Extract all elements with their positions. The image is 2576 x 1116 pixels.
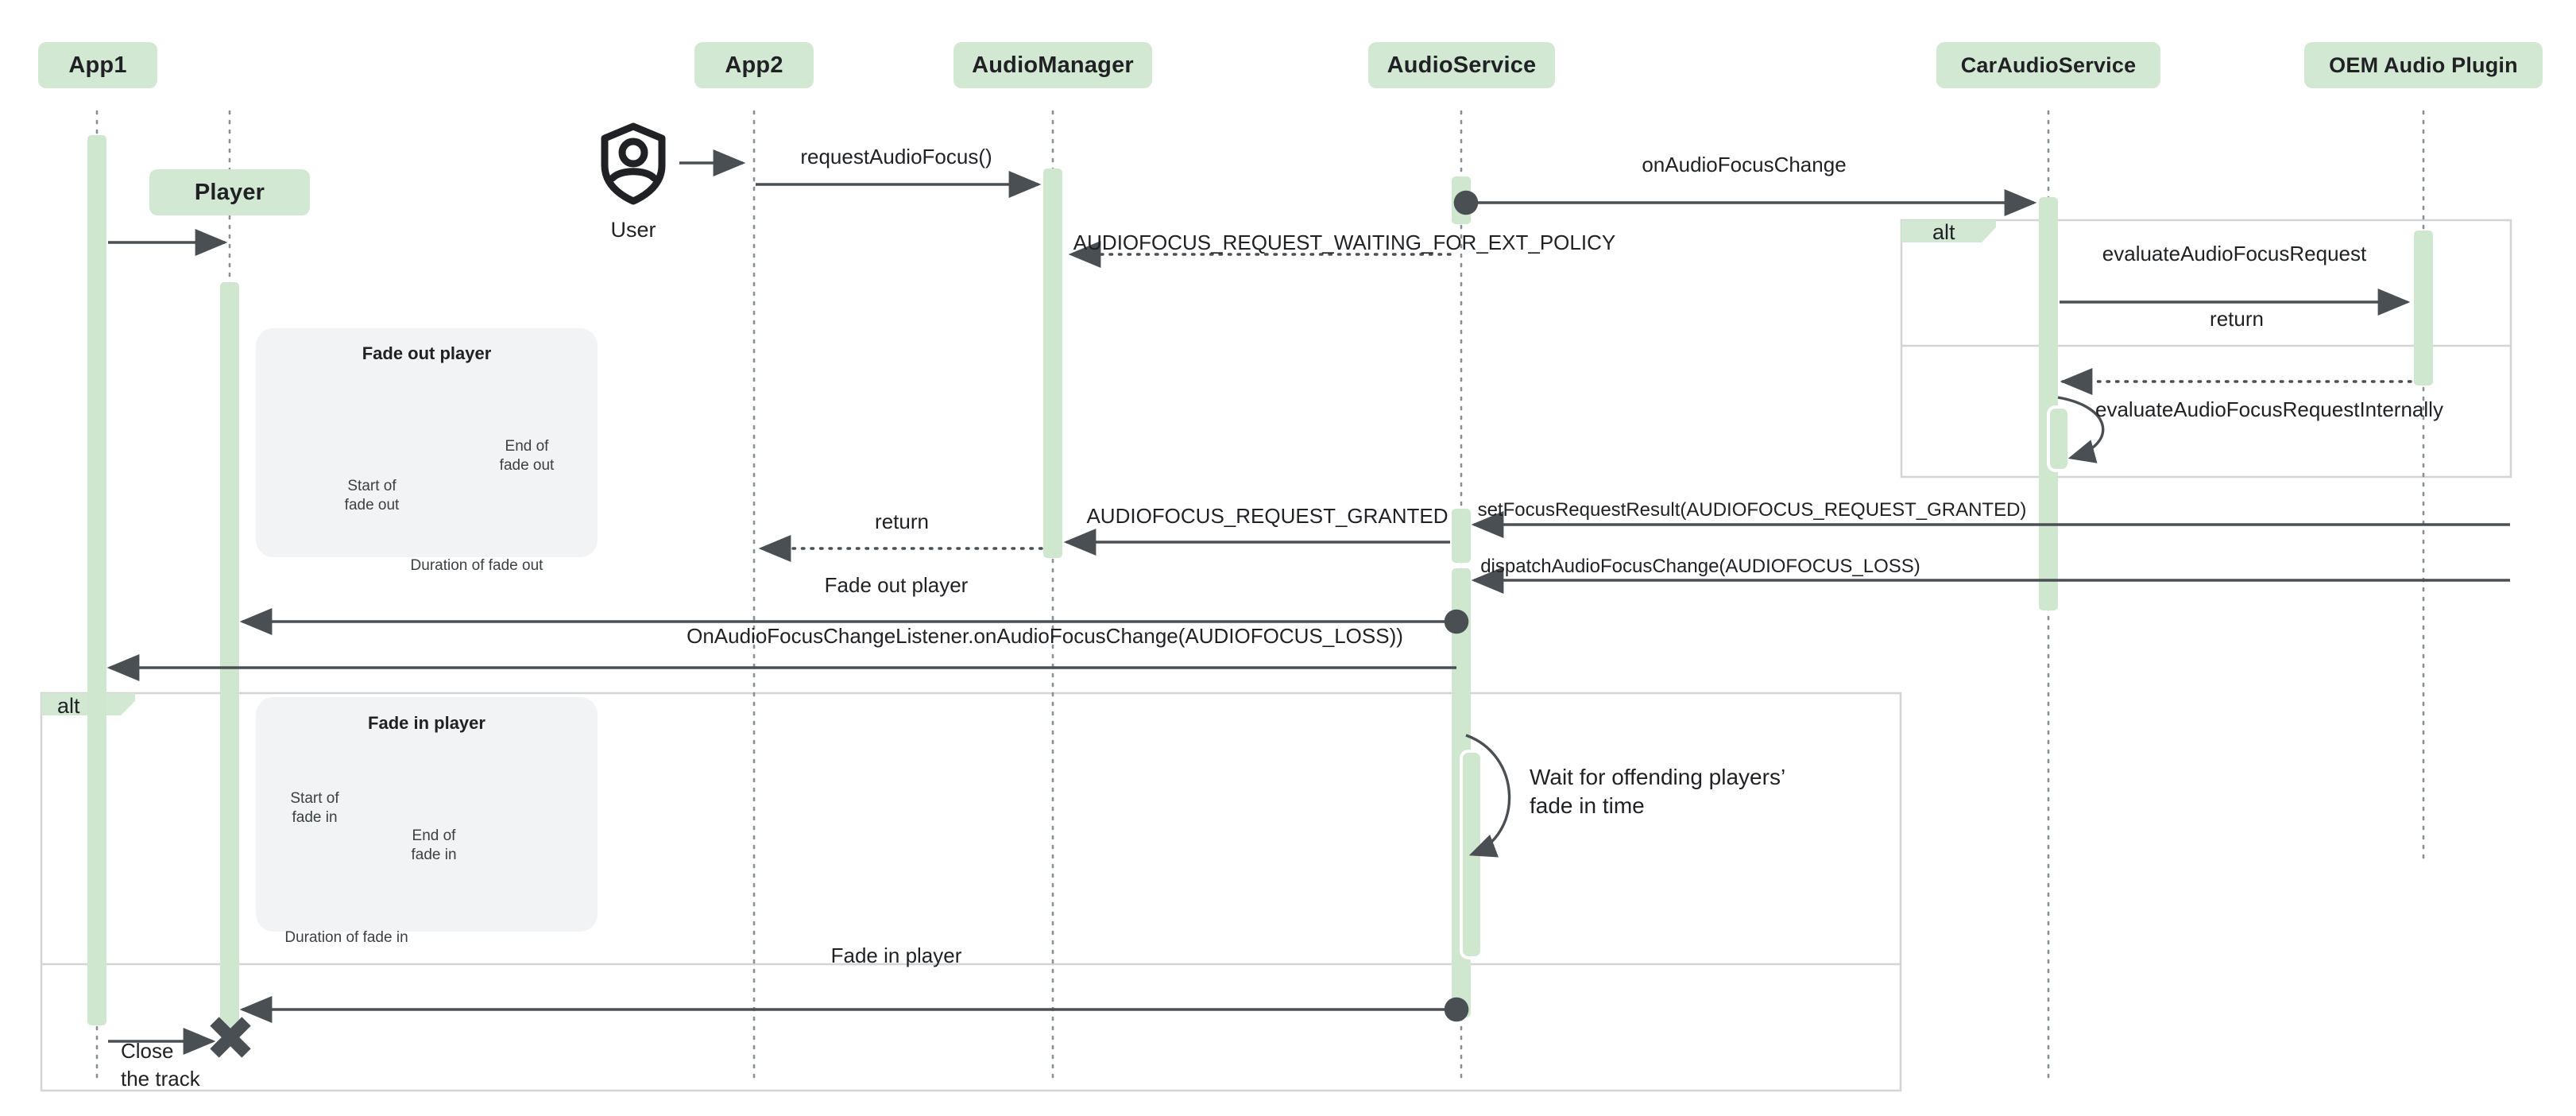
- start-label-line-2: fade in: [292, 808, 338, 826]
- participant-label: AudioService: [1387, 52, 1537, 78]
- participant-label: CarAudioService: [1960, 52, 2137, 77]
- start-label-line-2: fade out: [344, 496, 400, 513]
- fade-in-start-label: Start of fade in: [290, 789, 338, 827]
- message-label-fade-out-player: Fade out player: [824, 573, 969, 597]
- start-label-line-1: Start of: [347, 478, 396, 494]
- end-label-line-1: End of: [505, 438, 549, 455]
- participant-app2[interactable]: App2: [694, 42, 814, 88]
- destroy-x-marker: [210, 1017, 251, 1058]
- fade-out-start-label: Start of fade out: [345, 477, 400, 515]
- message-label-onaudiofocuschangelistener: OnAudioFocusChangeListener.onAudioFocusC…: [687, 624, 1403, 648]
- fade-out-panel: [256, 328, 598, 557]
- fade-out-end-label: End of fade out: [500, 437, 555, 475]
- end-label-line-1: End of: [412, 827, 456, 844]
- fade-in-end-label: End of fade in: [411, 827, 456, 865]
- alt-fragment-left: [40, 692, 1902, 1092]
- note-wait-fade-in: Wait for offending players’ fade in time: [1530, 763, 1785, 821]
- participant-app1[interactable]: App1: [38, 42, 157, 88]
- alt-label-right: alt: [1932, 220, 1955, 244]
- fade-in-panel-title: Fade in player: [368, 713, 485, 733]
- end-label-line-2: fade out: [499, 456, 555, 474]
- participant-label: Player: [194, 179, 265, 205]
- message-label-setfocusrequestresult: setFocusRequestResult(AUDIOFOCUS_REQUEST…: [1477, 499, 2027, 521]
- user-shield-icon: [601, 122, 666, 205]
- participant-audioservice[interactable]: AudioService: [1368, 42, 1555, 88]
- participant-label: App2: [725, 52, 783, 78]
- participant-label: OEM Audio Plugin: [2329, 52, 2518, 77]
- note-close-line-1: Close: [121, 1039, 174, 1063]
- message-label-onaudiofocuschange: onAudioFocusChange: [1642, 153, 1847, 176]
- participant-oem-audio-plugin[interactable]: OEM Audio Plugin: [2304, 42, 2543, 88]
- fade-out-duration-label: Duration of fade out: [410, 557, 543, 574]
- end-label-line-2: fade in: [411, 846, 457, 863]
- message-label-evaluateaudiofocusrequest: evaluateAudioFocusRequest: [2102, 242, 2367, 265]
- fade-in-duration-label: Duration of fade in: [284, 929, 408, 946]
- note-close-line-2: the track: [121, 1067, 200, 1091]
- participant-caraudioservice[interactable]: CarAudioService: [1936, 42, 2160, 88]
- start-label-line-1: Start of: [290, 790, 339, 807]
- note-wait-line-2: fade in time: [1530, 793, 1645, 819]
- participant-player[interactable]: Player: [149, 169, 310, 215]
- note-wait-line-1: Wait for offending players’: [1530, 765, 1786, 789]
- alt-label-left: alt: [57, 694, 80, 718]
- message-label-waiting-for-ext-policy: AUDIOFOCUS_REQUEST_WAITING_FOR_EXT_POLIC…: [1073, 231, 1616, 254]
- message-label-audiofocus-request-granted: AUDIOFOCUS_REQUEST_GRANTED: [1086, 504, 1449, 528]
- note-close-track: Close the track: [121, 1037, 200, 1093]
- message-label-fade-in-player: Fade in player: [830, 944, 962, 967]
- lifelines: [95, 110, 2425, 1083]
- actor-user-label: User: [610, 218, 656, 242]
- message-label-dispatchaudiofocuschange: dispatchAudioFocusChange(AUDIOFOCUS_LOSS…: [1480, 556, 1920, 577]
- message-label-return: return: [875, 510, 929, 533]
- message-label-evaluate-return: return: [2210, 307, 2264, 331]
- message-label-requestaudiofocus: requestAudioFocus(): [800, 145, 992, 169]
- alt-fragment-right: [1900, 219, 2512, 479]
- fade-out-panel-title: Fade out player: [362, 343, 492, 363]
- participant-label: App1: [68, 52, 127, 78]
- message-label-evaluateaudiofocusrequestinternally: evaluateAudioFocusRequestInternally: [2095, 397, 2443, 421]
- participant-label: AudioManager: [972, 52, 1134, 78]
- message-arrows: [106, 149, 2510, 1055]
- participant-audiomanager[interactable]: AudioManager: [953, 42, 1152, 88]
- fade-in-panel: [256, 697, 598, 932]
